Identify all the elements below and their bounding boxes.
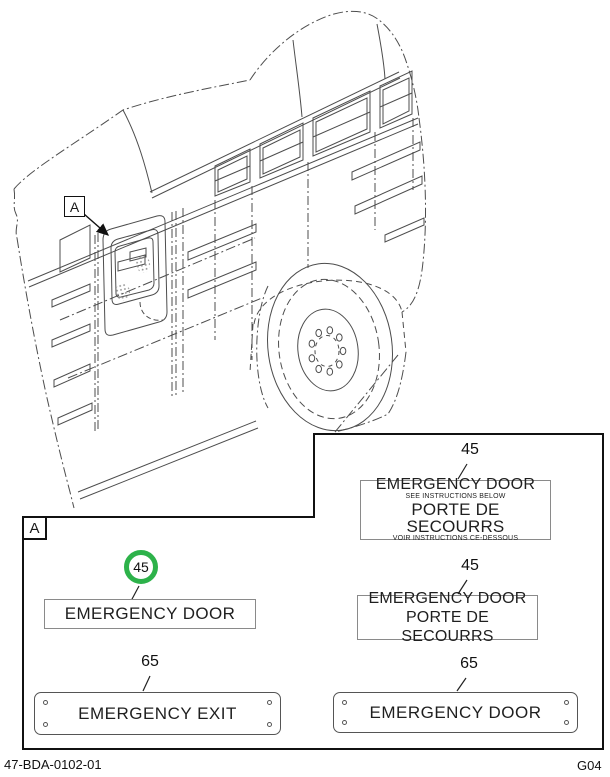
page-code: G04 (577, 758, 602, 773)
document-number: 47-BDA-0102-01 (4, 757, 102, 772)
bilingual-line1: EMERGENCY DOOR (368, 590, 527, 607)
part-number-45-mid-label: 45 (461, 557, 479, 574)
plate-exit-text: EMERGENCY EXIT (78, 703, 237, 723)
bus-body-outline (13, 10, 427, 509)
part-number-65-left[interactable]: 65 (128, 653, 172, 671)
screw-hole-icon (267, 722, 272, 727)
detail-panel-tag: A (22, 516, 47, 540)
screw-hole-icon (564, 720, 569, 725)
bus-posts (94, 118, 414, 432)
part-number-65-right-label: 65 (460, 655, 478, 672)
part-number-45-top-label: 45 (461, 441, 479, 458)
part-number-45-label: 45 (133, 559, 149, 575)
leader-lines (130, 463, 468, 692)
drawing-callout-a: A (64, 196, 85, 217)
bus-body-seams (59, 237, 399, 500)
part-number-45-top[interactable]: 45 (448, 441, 492, 459)
plate-door-text: EMERGENCY DOOR (369, 702, 542, 722)
plate-emergency-door: EMERGENCY DOOR (333, 692, 578, 733)
part-number-65-right[interactable]: 65 (447, 655, 491, 673)
document-number-label: 47-BDA-0102-01 (4, 757, 102, 772)
detail-panel-border (22, 433, 604, 750)
part-number-65-left-label: 65 (141, 653, 159, 670)
screw-hole-icon (43, 722, 48, 727)
page-code-label: G04 (577, 758, 602, 773)
callout-a-arrow (83, 213, 110, 236)
plate-emergency-exit: EMERGENCY EXIT (34, 692, 281, 735)
screw-hole-icon (564, 700, 569, 705)
drawing-callout-a-label: A (69, 198, 80, 215)
decal-emergency-door-left: EMERGENCY DOOR (44, 599, 256, 629)
screw-hole-icon (267, 700, 272, 705)
combo-line3: PORTE DE SECOURRS (406, 500, 505, 536)
screw-hole-icon (43, 700, 48, 705)
combo-line4: VOIR INSTRUCTIONS CE-DESSOUS (392, 535, 519, 542)
bus-wheel (249, 262, 407, 432)
screw-hole-icon (342, 720, 347, 725)
highlighted-part-number-45[interactable]: 45 (124, 550, 158, 584)
decal-bilingual: EMERGENCY DOOR PORTE DE SECOURRS (357, 590, 538, 645)
bilingual-line2: PORTE DE SECOURRS (401, 609, 494, 645)
part-number-45-mid[interactable]: 45 (448, 557, 492, 575)
decal-left-text: EMERGENCY DOOR (64, 604, 236, 623)
bus-windows (59, 70, 413, 273)
combo-line1: EMERGENCY DOOR (375, 476, 536, 493)
detail-panel-tag-label: A (29, 519, 40, 537)
combo-line2: SEE INSTRUCTIONS BELOW (405, 493, 506, 500)
decal-combo-bilingual: EMERGENCY DOOR SEE INSTRUCTIONS BELOW PO… (360, 476, 551, 542)
screw-hole-icon (342, 700, 347, 705)
bus-rub-rails (51, 141, 425, 426)
